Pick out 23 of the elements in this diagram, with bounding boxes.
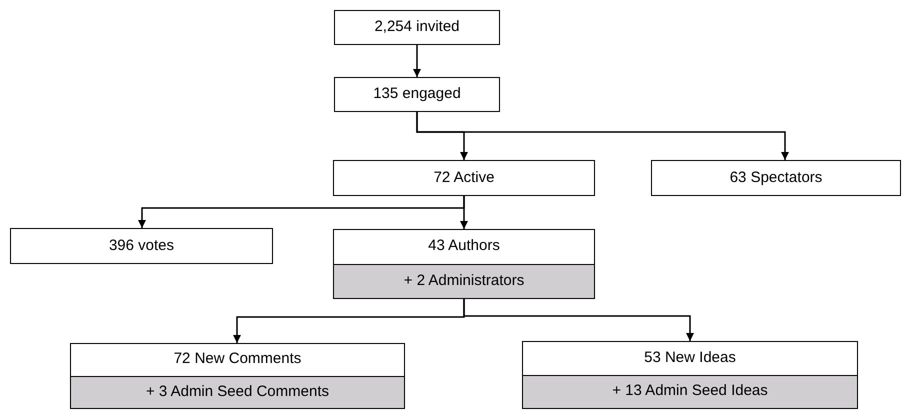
box-title: 53 New Ideas [643,348,737,368]
box-title: 43 Authors [427,236,501,256]
box-title: 63 Spectators [728,168,824,188]
box-title: 72 New Comments [172,349,302,370]
box-title: 72 Active [432,168,496,188]
box-subtitle: + 2 Administrators [334,264,594,298]
process-box [334,10,500,45]
box-title: 396 votes [108,236,176,256]
process-box [522,341,858,409]
box-title: 2,254 invited [373,17,461,38]
process-box [70,343,405,409]
arrow [416,112,789,160]
process-box [334,77,500,112]
arrow [413,45,421,77]
arrow [463,299,694,341]
box-subtitle: + 13 Admin Seed Ideas [523,374,857,408]
box-subtitle: + 3 Admin Seed Comments [71,376,404,408]
process-box [333,229,595,299]
process-box [10,228,273,264]
arrow [460,196,468,229]
process-box [333,160,595,196]
process-box [651,160,901,196]
box-title: 135 engaged [372,84,462,104]
